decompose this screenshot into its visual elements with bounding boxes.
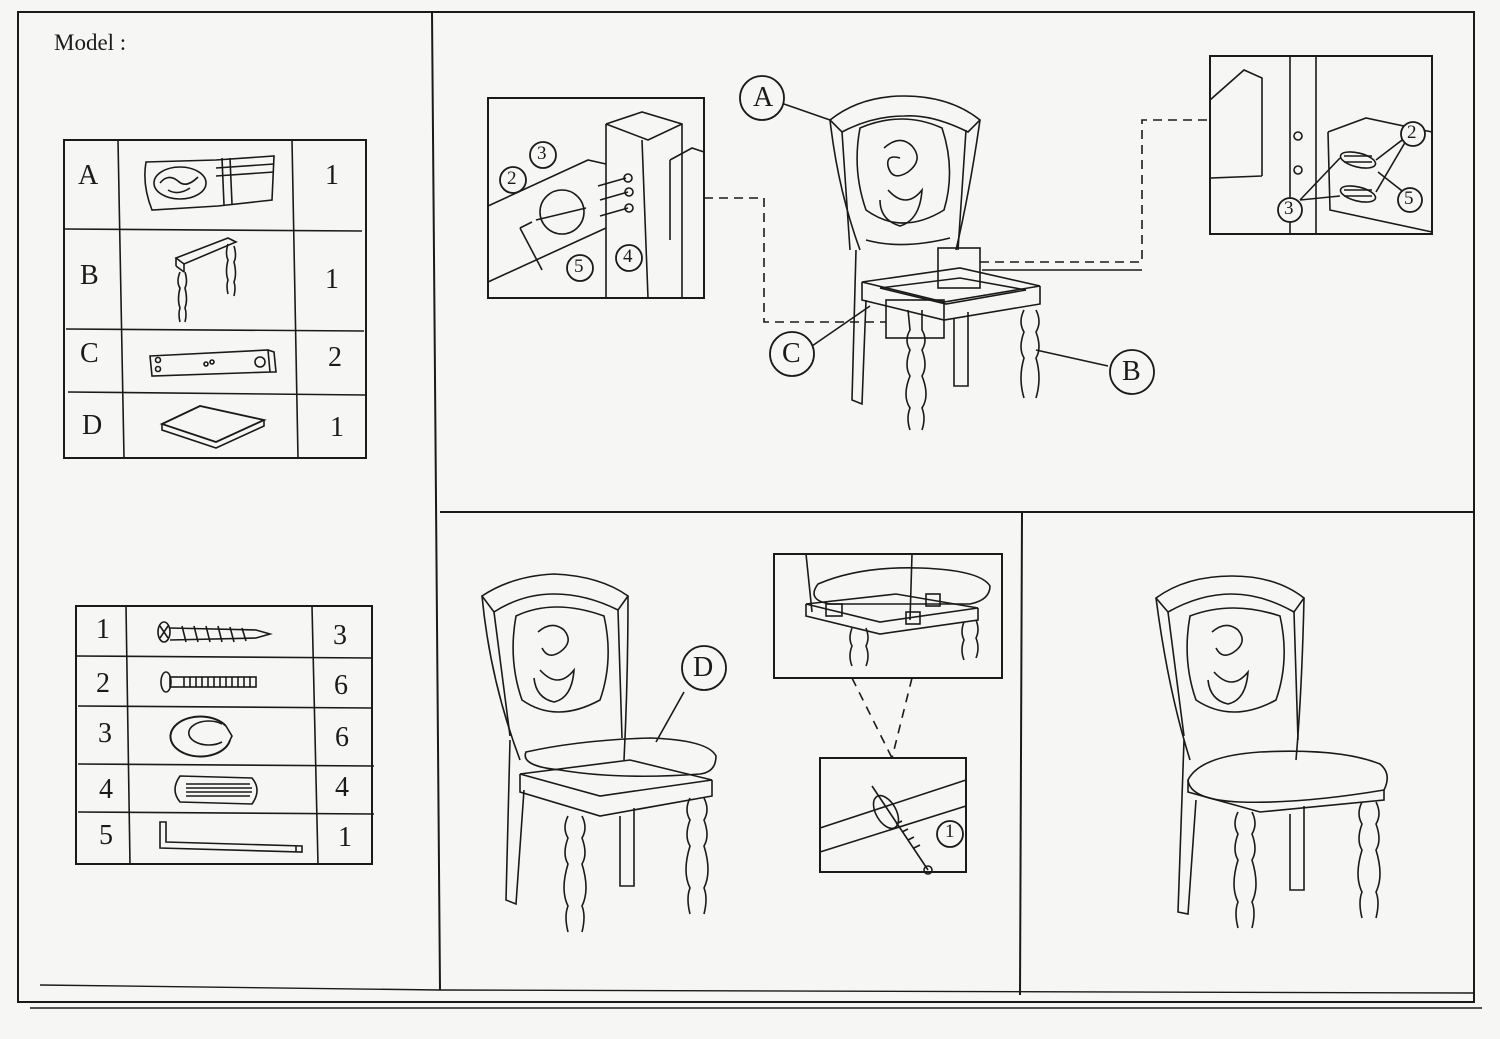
hardware-num: 1 bbox=[96, 614, 110, 645]
hardware-num: 4 bbox=[99, 774, 113, 805]
seat-cushion-icon bbox=[159, 405, 267, 449]
chair-back-icon bbox=[144, 155, 275, 211]
step2-diagram bbox=[480, 553, 1003, 933]
callout-5: 5 bbox=[1404, 188, 1414, 209]
part-qty: 1 bbox=[325, 160, 339, 191]
rail-bolt-detail bbox=[487, 97, 705, 299]
hardware-qty: 6 bbox=[335, 722, 349, 753]
part-letter: C bbox=[80, 338, 99, 369]
callout-1: 1 bbox=[945, 821, 955, 842]
part-letter: A bbox=[78, 160, 99, 191]
seat-dashed-leaders bbox=[851, 677, 913, 759]
side-rail-icon bbox=[149, 349, 277, 377]
lock-washer-icon bbox=[169, 715, 233, 758]
seat-underside-detail bbox=[773, 553, 1003, 679]
hardware-num: 3 bbox=[98, 718, 112, 749]
callout-5: 5 bbox=[574, 256, 584, 277]
wood-screw-icon bbox=[157, 621, 273, 643]
dashed-leaders bbox=[704, 119, 1208, 323]
hardware-qty: 4 bbox=[335, 772, 349, 803]
hardware-table bbox=[75, 605, 375, 865]
part-qty: 2 bbox=[328, 342, 342, 373]
callout-4: 4 bbox=[623, 246, 633, 267]
callout-2: 2 bbox=[507, 168, 517, 189]
bolt-icon bbox=[160, 671, 257, 693]
callout-3: 3 bbox=[537, 143, 547, 164]
hardware-qty: 1 bbox=[338, 822, 352, 853]
hardware-num: 5 bbox=[99, 820, 113, 851]
dowel-detail bbox=[1209, 55, 1433, 235]
part-letter: D bbox=[82, 410, 103, 441]
chair-assembly-drawing bbox=[828, 95, 1041, 431]
callout-b: B bbox=[1122, 356, 1141, 387]
part-qty: 1 bbox=[330, 412, 344, 443]
hardware-qty: 6 bbox=[334, 670, 348, 701]
hardware-num: 2 bbox=[96, 668, 110, 699]
part-letter: B bbox=[80, 260, 99, 291]
screw-detail bbox=[819, 757, 967, 875]
step1-diagram bbox=[487, 55, 1433, 431]
callout-circles bbox=[499, 75, 1426, 848]
model-label: Model : bbox=[54, 30, 127, 55]
callout-a: A bbox=[753, 82, 774, 113]
callout-c: C bbox=[782, 338, 801, 369]
seat-install-drawing bbox=[480, 573, 717, 933]
callout-3: 3 bbox=[1284, 198, 1294, 219]
part-qty: 1 bbox=[325, 264, 339, 295]
callout-2: 2 bbox=[1407, 122, 1417, 143]
callout-d: D bbox=[693, 652, 714, 683]
dowel-icon bbox=[174, 775, 258, 805]
frame bbox=[17, 11, 1482, 1009]
allen-key-icon bbox=[159, 821, 303, 853]
finished-chair-drawing bbox=[1154, 575, 1388, 929]
parts-table bbox=[63, 139, 367, 459]
leg-frame-icon bbox=[174, 237, 238, 323]
hardware-qty: 3 bbox=[333, 620, 347, 651]
